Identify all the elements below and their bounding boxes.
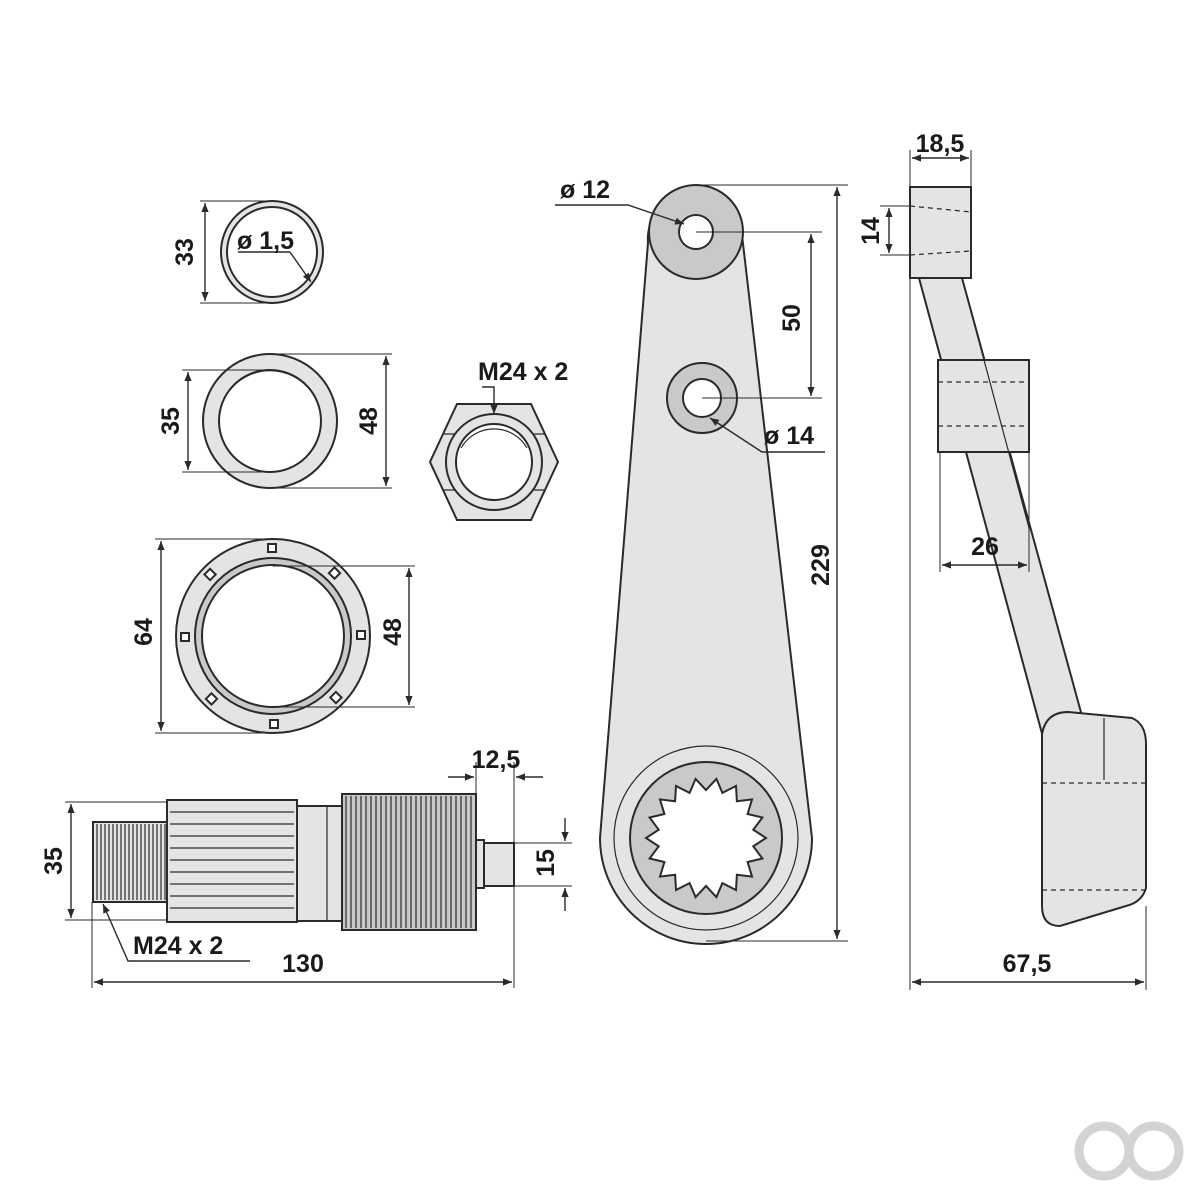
flange-outer-label: 64 — [130, 618, 158, 646]
shaft-diameter-label: 35 — [40, 847, 68, 875]
side-total-width-dimension — [909, 278, 1147, 990]
side-top-width-label: 18,5 — [916, 130, 965, 158]
hex-nut — [428, 386, 560, 521]
snap-ring — [220, 200, 324, 304]
shaft-diameter-dimension — [65, 801, 167, 921]
arm-hole-spacing-label: 50 — [778, 304, 806, 332]
flange-inner-label: 48 — [379, 618, 407, 646]
shaft-tip-length-dimension — [448, 762, 543, 843]
bushing — [202, 353, 338, 489]
bushing-inner-dimension — [182, 369, 270, 473]
arm-mid-hole-label: ø 14 — [764, 422, 814, 450]
side-total-width-label: 67,5 — [1003, 950, 1052, 978]
bushing-inner-label: 35 — [157, 407, 185, 435]
bushing-outer-label: 48 — [355, 407, 383, 435]
arm-length-label: 229 — [807, 544, 835, 586]
spline-hub-teeth — [644, 777, 768, 899]
arm-top-hole-label: ø 12 — [560, 176, 610, 204]
side-top-height-dimension — [880, 205, 910, 256]
shaft-tip-diameter-dimension — [514, 818, 572, 911]
arm-top-hole-leader — [555, 204, 685, 225]
nut-thread-label: M24 x 2 — [478, 358, 568, 386]
arm-length-dimension — [696, 184, 848, 942]
flange-outer-dimension — [155, 538, 273, 734]
side-top-height-label: 14 — [857, 217, 885, 245]
ring-wire-label: ø 1,5 — [237, 227, 294, 255]
side-offset-dimension — [939, 452, 1030, 572]
arm-hole-spacing-dimension — [696, 231, 822, 399]
shaft-tip-diameter-label: 15 — [532, 849, 560, 877]
steering-arm — [598, 184, 814, 945]
bushing-outer-dimension — [270, 353, 392, 489]
side-top-width-dimension — [909, 150, 972, 187]
flange-bushing — [175, 538, 371, 734]
shaft-thread-label: M24 x 2 — [133, 932, 223, 960]
flange-inner-dimension — [273, 565, 415, 708]
steering-arm-side-view — [909, 186, 1147, 928]
brand-logo-icon — [1074, 1121, 1184, 1181]
shaft-length-dimension — [91, 886, 515, 988]
ring-height-dimension — [200, 200, 272, 304]
shaft-length-label: 130 — [282, 950, 324, 978]
splined-shaft — [92, 793, 515, 931]
ring-height-label: 33 — [171, 238, 199, 266]
arm-mid-hole-leader — [709, 417, 825, 453]
side-offset-label: 26 — [971, 533, 999, 561]
shaft-thread-leader — [102, 903, 250, 962]
shaft-tip-length-label: 12,5 — [472, 746, 521, 774]
